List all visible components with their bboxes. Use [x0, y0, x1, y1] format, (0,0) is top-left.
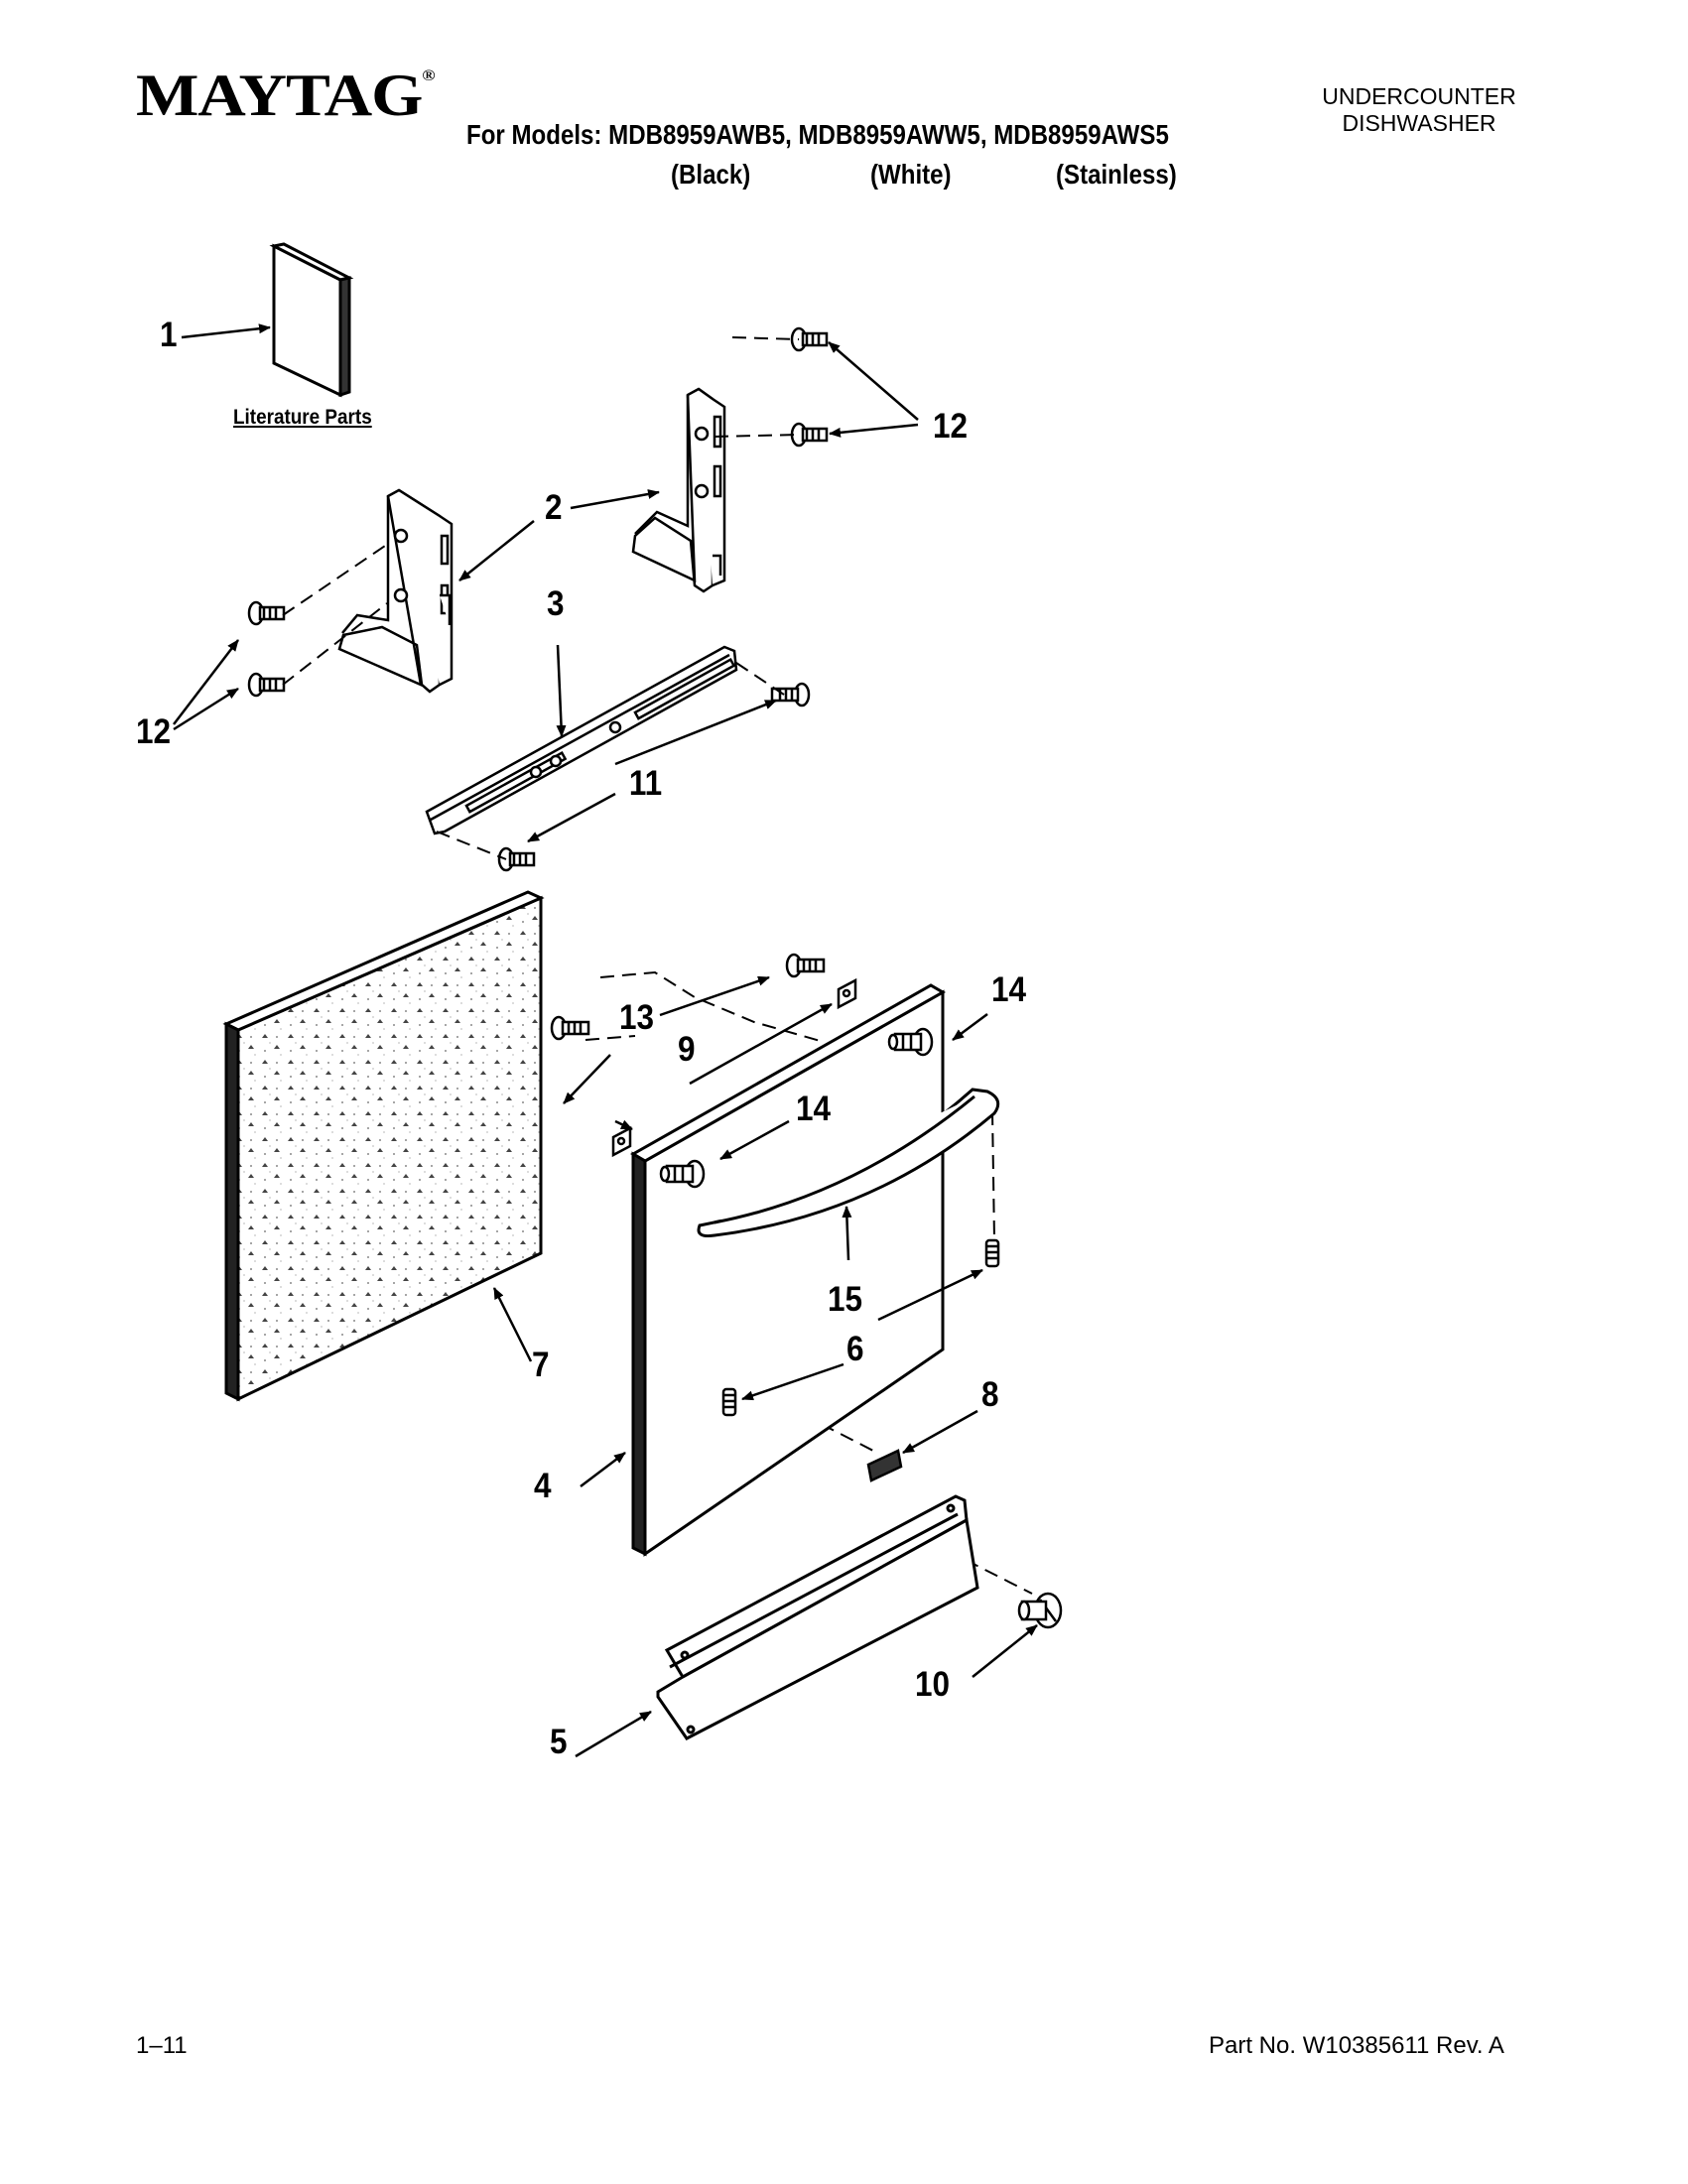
hinge-bracket-left	[337, 488, 454, 694]
toe-panel	[656, 1494, 979, 1740]
part-number: Part No. W10385611 Rev. A	[1209, 2032, 1504, 2059]
handle-studs	[659, 1027, 934, 1189]
category-line-1: UNDERCOUNTER	[1322, 83, 1516, 109]
callout-14-upper: 14	[990, 970, 1026, 1009]
callout-9: 9	[677, 1030, 696, 1069]
hinge-bracket-right	[631, 387, 726, 593]
registered-mark: ®	[422, 67, 435, 84]
callout-3: 3	[546, 584, 565, 623]
door-badge	[866, 1449, 903, 1482]
category-line-2: DISHWASHER	[1342, 110, 1496, 136]
brand-logo: MAYTAG®	[136, 62, 436, 130]
variant-white: (White)	[870, 159, 952, 190]
callout-5: 5	[549, 1723, 568, 1761]
decorative-panel	[222, 890, 545, 1402]
toe-panel-screw	[1017, 1592, 1063, 1629]
variant-black: (Black)	[671, 159, 751, 190]
mounting-bracket	[425, 645, 738, 835]
callout-7: 7	[531, 1346, 550, 1384]
callout-4: 4	[533, 1467, 552, 1505]
callout-11: 11	[628, 764, 663, 803]
callout-6: 6	[845, 1330, 864, 1368]
callout-15: 15	[827, 1280, 862, 1319]
spacers	[611, 977, 857, 1158]
variant-stainless: (Stainless)	[1056, 159, 1177, 190]
leader-arrows	[173, 323, 1038, 1758]
category-label: UNDERCOUNTER DISHWASHER	[1300, 83, 1538, 137]
callout-8: 8	[980, 1375, 999, 1414]
callout-1: 1	[159, 316, 178, 354]
callout-2: 2	[544, 488, 563, 527]
brand-name: MAYTAG	[136, 63, 423, 128]
callout-12-upper: 12	[932, 407, 968, 446]
door-handle	[697, 1088, 1000, 1237]
literature-booklet	[269, 242, 354, 398]
callout-14-lower: 14	[795, 1090, 831, 1128]
callout-13: 13	[618, 998, 654, 1037]
callout-12-lower: 12	[135, 712, 171, 751]
handle-screws	[721, 1238, 1000, 1417]
literature-parts-label: Literature Parts	[233, 406, 372, 429]
hinge-screws	[247, 326, 829, 1041]
models-line: For Models: MDB8959AWB5, MDB8959AWW5, MD…	[466, 119, 1169, 150]
outer-door-panel	[629, 983, 947, 1557]
page-number: 1–11	[136, 2032, 188, 2059]
callout-10: 10	[914, 1665, 950, 1704]
